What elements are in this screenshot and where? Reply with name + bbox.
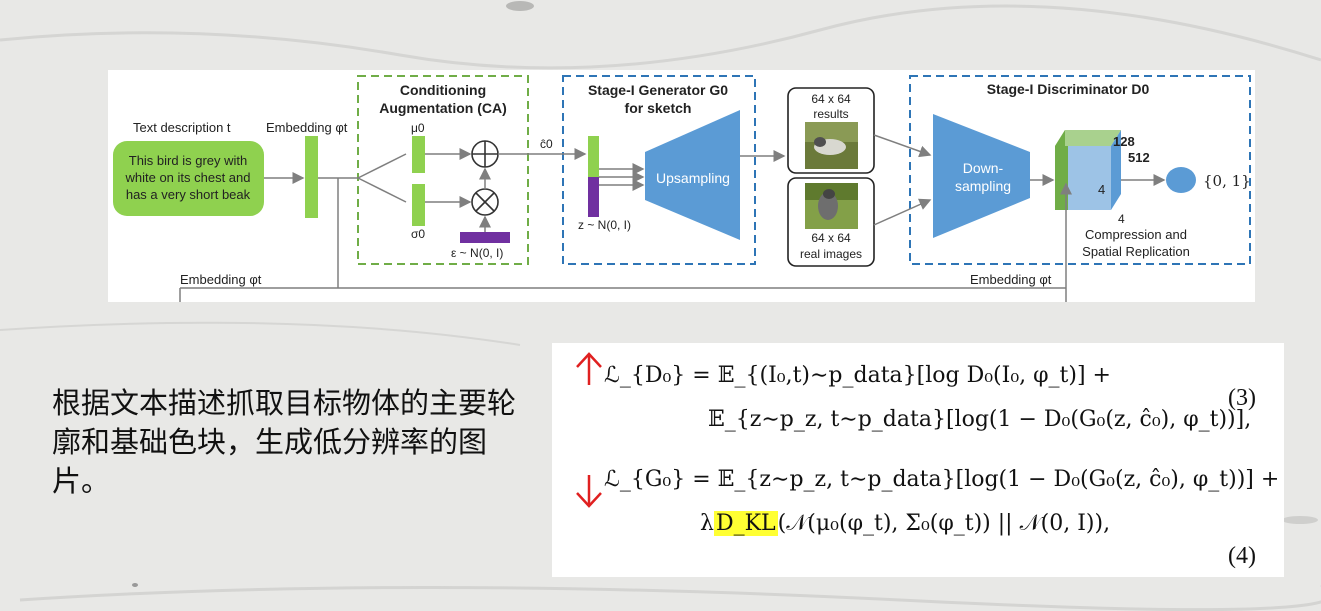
output-node [1166,167,1196,193]
eq4-line-2: λD_KL(𝒩(μ₀(φ_t), Σ₀(φ_t)) || 𝒩(0, I)), [700,511,1110,536]
upsampling-label: Upsampling [656,170,730,186]
text-description-line-2: white on its chest and [124,170,250,185]
downsampling-label-line-2: sampling [955,178,1011,194]
embedding-label-top: Embedding φt [266,120,348,135]
eq4-lambda: λ [700,511,714,536]
generator-group-box [562,75,756,265]
output-label: {0, 1} [1203,172,1251,190]
generator-title-line-1: Stage-I Generator G0 [588,82,728,98]
results-bird-image [805,122,858,169]
compression-cube [1055,130,1121,210]
sigma-label: σ0 [411,227,425,241]
mu-label: μ0 [411,121,425,135]
loss-equations-box: ℒ_{D₀} = 𝔼_{(I₀,t)∼p_data}[log D₀(I₀, φ_… [552,343,1284,577]
c-hat-bar [588,136,599,177]
eq4-dkl-highlight: D_KL [713,511,778,536]
sigma-bar [412,184,425,226]
chinese-caption: 根据文本描述抓取目标物体的主要轮廓和基础色块，生成低分辨率的图片。 [52,386,517,498]
upsampling-block [645,110,740,240]
compression-label-line-2: Spatial Replication [1082,244,1190,259]
embedding-bar [305,136,318,218]
eq3-number: (3) [1228,385,1256,411]
epsilon-label: ε ~ N(0, I) [451,246,503,260]
discriminator-group-box [909,75,1251,265]
text-description-label: Text description t [133,120,231,135]
embedding-label-bottom-right: Embedding φt [970,272,1052,287]
discriminator-title: Stage-I Discriminator D0 [987,81,1150,97]
z-bar [588,177,599,217]
downsampling-label-line-1: Down- [963,160,1004,176]
cube-dim-bottom: 4 [1118,212,1125,226]
real-images-label-line-1: 64 x 64 [811,231,851,245]
eq3-line-1: ℒ_{D₀} = 𝔼_{(I₀,t)∼p_data}[log D₀(I₀, φ_… [604,363,1111,388]
z-label: z ~ N(0, I) [578,218,631,232]
real-bird-image [805,183,858,229]
text-description-box [113,141,264,216]
results-label-line-2: results [813,107,848,121]
eq4-line-1: ℒ_{G₀} = 𝔼_{z∼p_z, t∼p_data}[log(1 − D₀(… [604,467,1280,492]
epsilon-bar [460,232,510,243]
down-arrow-icon [576,475,602,508]
ca-title-line-2: Augmentation (CA) [379,100,507,116]
results-label-line-1: 64 x 64 [811,92,851,106]
real-images-label-line-2: real images [800,247,862,261]
cube-dim-top: 128 [1113,134,1135,149]
eq4-line-2-rest: (𝒩(μ₀(φ_t), Σ₀(φ_t)) || 𝒩(0, I)), [777,511,1111,536]
eq4-number: (4) [1228,543,1256,569]
text-description-line-1: This bird is grey with [129,153,247,168]
downsampling-block [933,114,1030,238]
stackgan-stage1-diagram: Text description t This bird is grey wit… [108,70,1255,302]
up-arrow-icon [576,352,602,385]
cube-dim-front: 4 [1098,182,1105,197]
c-hat-label: ĉ0 [540,137,553,151]
cube-dim-right: 512 [1128,150,1150,165]
eq3-line-2: 𝔼_{z∼p_z, t∼p_data}[log(1 − D₀(G₀(z, ĉ₀)… [708,407,1252,432]
generator-title-line-2: for sketch [625,100,692,116]
mu-bar [412,136,425,173]
ca-title-line-1: Conditioning [400,82,486,98]
ca-group-box [357,75,529,265]
text-description-line-3: has a very short beak [126,187,251,202]
compression-label-line-1: Compression and [1085,227,1187,242]
embedding-label-bottom-left: Embedding φt [180,272,262,287]
